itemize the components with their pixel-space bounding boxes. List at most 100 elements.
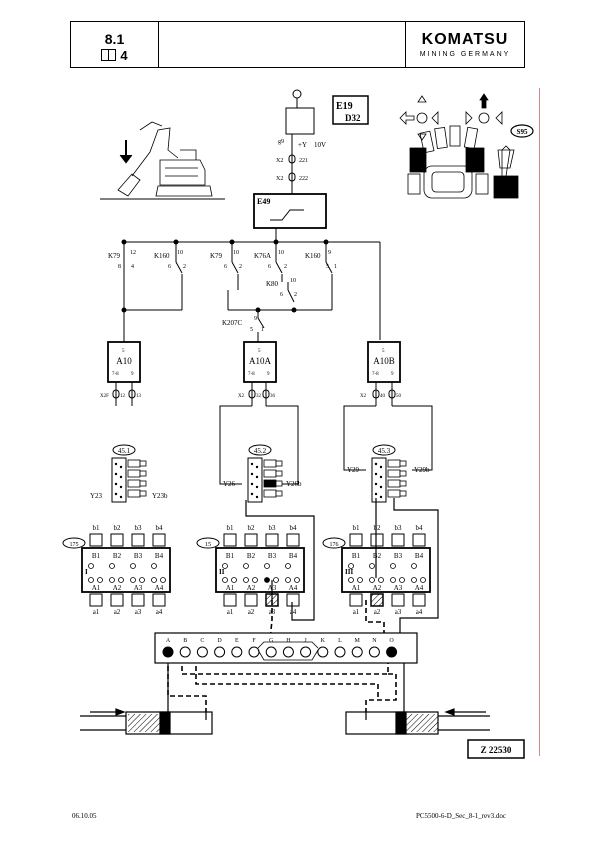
e49-box	[253, 193, 327, 229]
relay-k79-a: K79	[108, 252, 121, 260]
port-A-label: A3	[394, 584, 403, 592]
valve-coil	[387, 469, 401, 478]
pin-4: 4	[131, 264, 134, 270]
section-id: 175	[70, 542, 79, 548]
pin-5-b: 5	[250, 327, 253, 333]
port-a-label: a1	[353, 608, 360, 616]
book-icon	[101, 49, 117, 61]
relay-k160-b: K160	[305, 252, 321, 260]
block-port	[231, 646, 243, 658]
valve-coil	[387, 489, 401, 498]
port-A-label: A1	[92, 584, 101, 592]
port-A-label: A4	[289, 584, 298, 592]
block-port	[282, 646, 294, 658]
e19-box	[332, 95, 369, 125]
page-number: 4	[120, 48, 128, 63]
page-indicator: 4	[71, 48, 158, 63]
a10-pin-9: 9	[131, 372, 134, 377]
a10b-pin-9: 9	[391, 372, 394, 377]
a10-pin-5: 5	[122, 349, 125, 354]
pilot-valve-body	[111, 444, 147, 503]
pin-10-b: 10	[233, 250, 239, 256]
port-letter: K	[321, 638, 326, 644]
g9-label: g9	[278, 139, 284, 145]
pin-2-c: 2	[284, 264, 287, 270]
port-b-label: b2	[114, 524, 122, 532]
valve-coil	[127, 479, 141, 488]
port-letter: D	[217, 638, 222, 644]
pin-10-d: 10	[290, 278, 296, 284]
x2-label-c: X2	[238, 394, 245, 399]
operator-console-illustration	[399, 93, 534, 199]
pin-1-a: 1	[334, 264, 337, 270]
port-a-label: a2	[374, 608, 381, 616]
port-A-label: A2	[373, 584, 382, 592]
port-letter: G	[269, 638, 274, 644]
port-b-label: b2	[248, 524, 256, 532]
valve-coil	[127, 489, 141, 498]
relay-k79-b: K79	[210, 252, 223, 260]
valve-45-1: 45.1	[118, 447, 131, 455]
port-a-label: a2	[248, 608, 255, 616]
terminal-222: 222	[299, 176, 308, 182]
port-B-label: B2	[247, 552, 256, 560]
a10a-pin-5: 5	[258, 349, 261, 354]
valve-coil	[263, 459, 277, 468]
port-letter: A	[166, 638, 171, 644]
pin-10-a: 10	[177, 250, 183, 256]
port-B-label: B2	[373, 552, 382, 560]
port-A-label: A3	[134, 584, 143, 592]
supply-circuit	[285, 89, 315, 194]
pin-1-b: 1	[261, 327, 264, 333]
block-port	[351, 646, 363, 658]
valve-coil	[127, 469, 141, 478]
a10b-pin-78: 7-8	[372, 372, 379, 377]
figure-id-box	[467, 739, 525, 759]
block-port	[248, 646, 260, 658]
valve-45-2: 45.2	[254, 447, 267, 455]
solenoid-y26b: Y26b	[286, 480, 302, 488]
port-B-label: B3	[134, 552, 143, 560]
port-A-label: A1	[352, 584, 361, 592]
port-b-label: b1	[227, 524, 235, 532]
e19-label: E19	[336, 101, 353, 112]
port-letter: L	[338, 638, 342, 644]
port-B-label: B1	[226, 552, 235, 560]
port-letter: N	[372, 638, 377, 644]
valve-coil	[263, 469, 277, 478]
section-roman: III	[345, 568, 353, 576]
brand-logo: KOMATSU	[421, 31, 509, 48]
port-b-label: b4	[416, 524, 424, 532]
module-blocks	[107, 341, 401, 383]
valve-coil	[387, 459, 401, 468]
port-a-label: a3	[135, 608, 142, 616]
pin-9-b: 9	[254, 316, 257, 322]
valve-coil	[127, 459, 141, 468]
x2-label-b: X2	[276, 176, 283, 182]
logo-cell: KOMATSU MINING GERMANY	[405, 22, 524, 67]
section-id: 15	[205, 542, 211, 548]
x2-label-a: X2	[276, 158, 283, 164]
port-B-label: B4	[415, 552, 424, 560]
block-port	[179, 646, 191, 658]
pin-9: 9	[328, 250, 331, 256]
pilot-valves	[111, 444, 407, 503]
port-a-label: a4	[416, 608, 423, 616]
terminal-40: 40	[380, 394, 386, 399]
port-B-label: B3	[268, 552, 277, 560]
valve-coil	[387, 479, 401, 488]
relay-k160-a: K160	[154, 252, 170, 260]
block-port	[386, 646, 398, 658]
solenoid-y23b: Y23b	[152, 492, 168, 500]
module-a10b: A10B	[373, 356, 395, 366]
port-a-label: a3	[395, 608, 402, 616]
pin-2-b: 2	[239, 264, 242, 270]
relay-k76a: K76A	[254, 252, 271, 260]
port-b-label: b2	[374, 524, 382, 532]
port-A-label: A2	[247, 584, 256, 592]
supply-plus-label: +Y	[298, 141, 307, 149]
